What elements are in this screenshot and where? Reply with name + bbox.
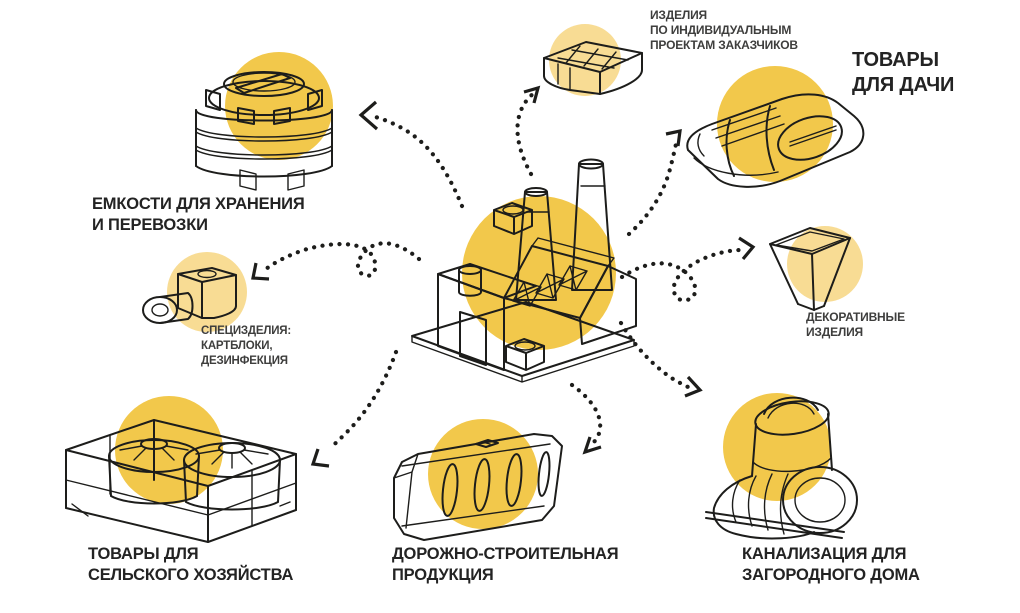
agriculture-label: ТОВАРЫ ДЛЯ СЕЛЬСКОГО ХОЗЯЙСТВА: [88, 544, 293, 586]
custom-tray-illustration: [543, 41, 643, 95]
accent-circle-storage: [225, 52, 333, 160]
label-line: ПРОЕКТАМ ЗАКАЗЧИКОВ: [650, 38, 798, 52]
arrowhead-agriculture-icon: [310, 448, 330, 468]
label-line: КАНАЛИЗАЦИЯ ДЛЯ: [742, 545, 907, 563]
label-line: ИЗДЕЛИЯ: [650, 8, 707, 22]
factory-roof-vent: [493, 202, 533, 235]
label-line: ТОВАРЫ ДЛЯ: [88, 545, 199, 563]
flower-pot-illustration: [769, 227, 851, 311]
cage-frame: [65, 419, 297, 543]
caged-tanks-illustration: [65, 419, 297, 543]
accent-circle-dacha: [717, 66, 833, 182]
road-barrier-illustration: [393, 433, 563, 541]
factory-skylights: [512, 265, 588, 307]
septic-body: [705, 466, 858, 540]
road-label: ДОРОЖНО-СТРОИТЕЛЬНАЯ ПРОДУКЦИЯ: [392, 544, 619, 586]
septic-neck: [751, 396, 833, 477]
dacha-label: ТОВАРЫ ДЛЯ ДАЧИ: [852, 48, 954, 98]
accent-circle-sewage: [723, 393, 831, 501]
label-line: СЕЛЬСКОГО ХОЗЯЙСТВА: [88, 566, 294, 584]
label-line: ТОВАРЫ: [852, 49, 939, 71]
factory-front-vent: [505, 338, 545, 371]
label-line: ДЕЗИНФЕКЦИЯ: [201, 355, 288, 367]
label-line: ПО ИНДИВИДУАЛЬНЫМ: [650, 23, 792, 37]
label-line: ДЕКОРАТИВНЫЕ: [806, 310, 905, 324]
arrowhead-decorative-icon: [738, 236, 756, 261]
sewage-label: КАНАЛИЗАЦИЯ ДЛЯ ЗАГОРОДНОГО ДОМА: [742, 544, 920, 586]
label-line: КАРТБЛОКИ,: [201, 340, 273, 352]
arrowhead-storage-icon: [358, 100, 379, 131]
arrow-to-special: [263, 241, 422, 278]
label-line: ДОРОЖНО-СТРОИТЕЛЬНАЯ: [392, 545, 619, 563]
decorative-label: ДЕКОРАТИВНЫЕ ИЗДЕЛИЯ: [806, 310, 905, 340]
arrowhead-special-icon: [251, 262, 270, 281]
special-canister-illustration: [142, 267, 237, 324]
storage-tank-illustration: [195, 71, 333, 191]
factory-illustration: [411, 158, 637, 383]
special-label: СПЕЦИЗДЕЛИЯ: КАРТБЛОКИ, ДЕЗИНФЕКЦИЯ: [201, 324, 291, 369]
storage-label: ЕМКОСТИ ДЛЯ ХРАНЕНИЯ И ПЕРЕВОЗКИ: [92, 194, 305, 236]
garden-sled-illustration: [686, 93, 865, 188]
label-line: ДЛЯ ДАЧИ: [852, 74, 955, 96]
factory-buildings: [411, 237, 637, 383]
factory-side-tank: [458, 265, 482, 297]
custom-label: ИЗДЕЛИЯ ПО ИНДИВИДУАЛЬНЫМ ПРОЕКТАМ ЗАКАЗ…: [650, 8, 798, 53]
label-line: ИЗДЕЛИЯ: [806, 325, 863, 339]
label-line: И ПЕРЕВОЗКИ: [92, 216, 208, 234]
label-line: СПЕЦИЗДЕЛИЯ:: [201, 325, 292, 337]
label-line: ПРОДУКЦИЯ: [392, 566, 494, 584]
septic-tank-illustration: [705, 396, 858, 540]
label-line: ЗАГОРОДНОГО ДОМА: [742, 566, 920, 584]
label-line: ЕМКОСТИ ДЛЯ ХРАНЕНИЯ: [92, 195, 305, 213]
